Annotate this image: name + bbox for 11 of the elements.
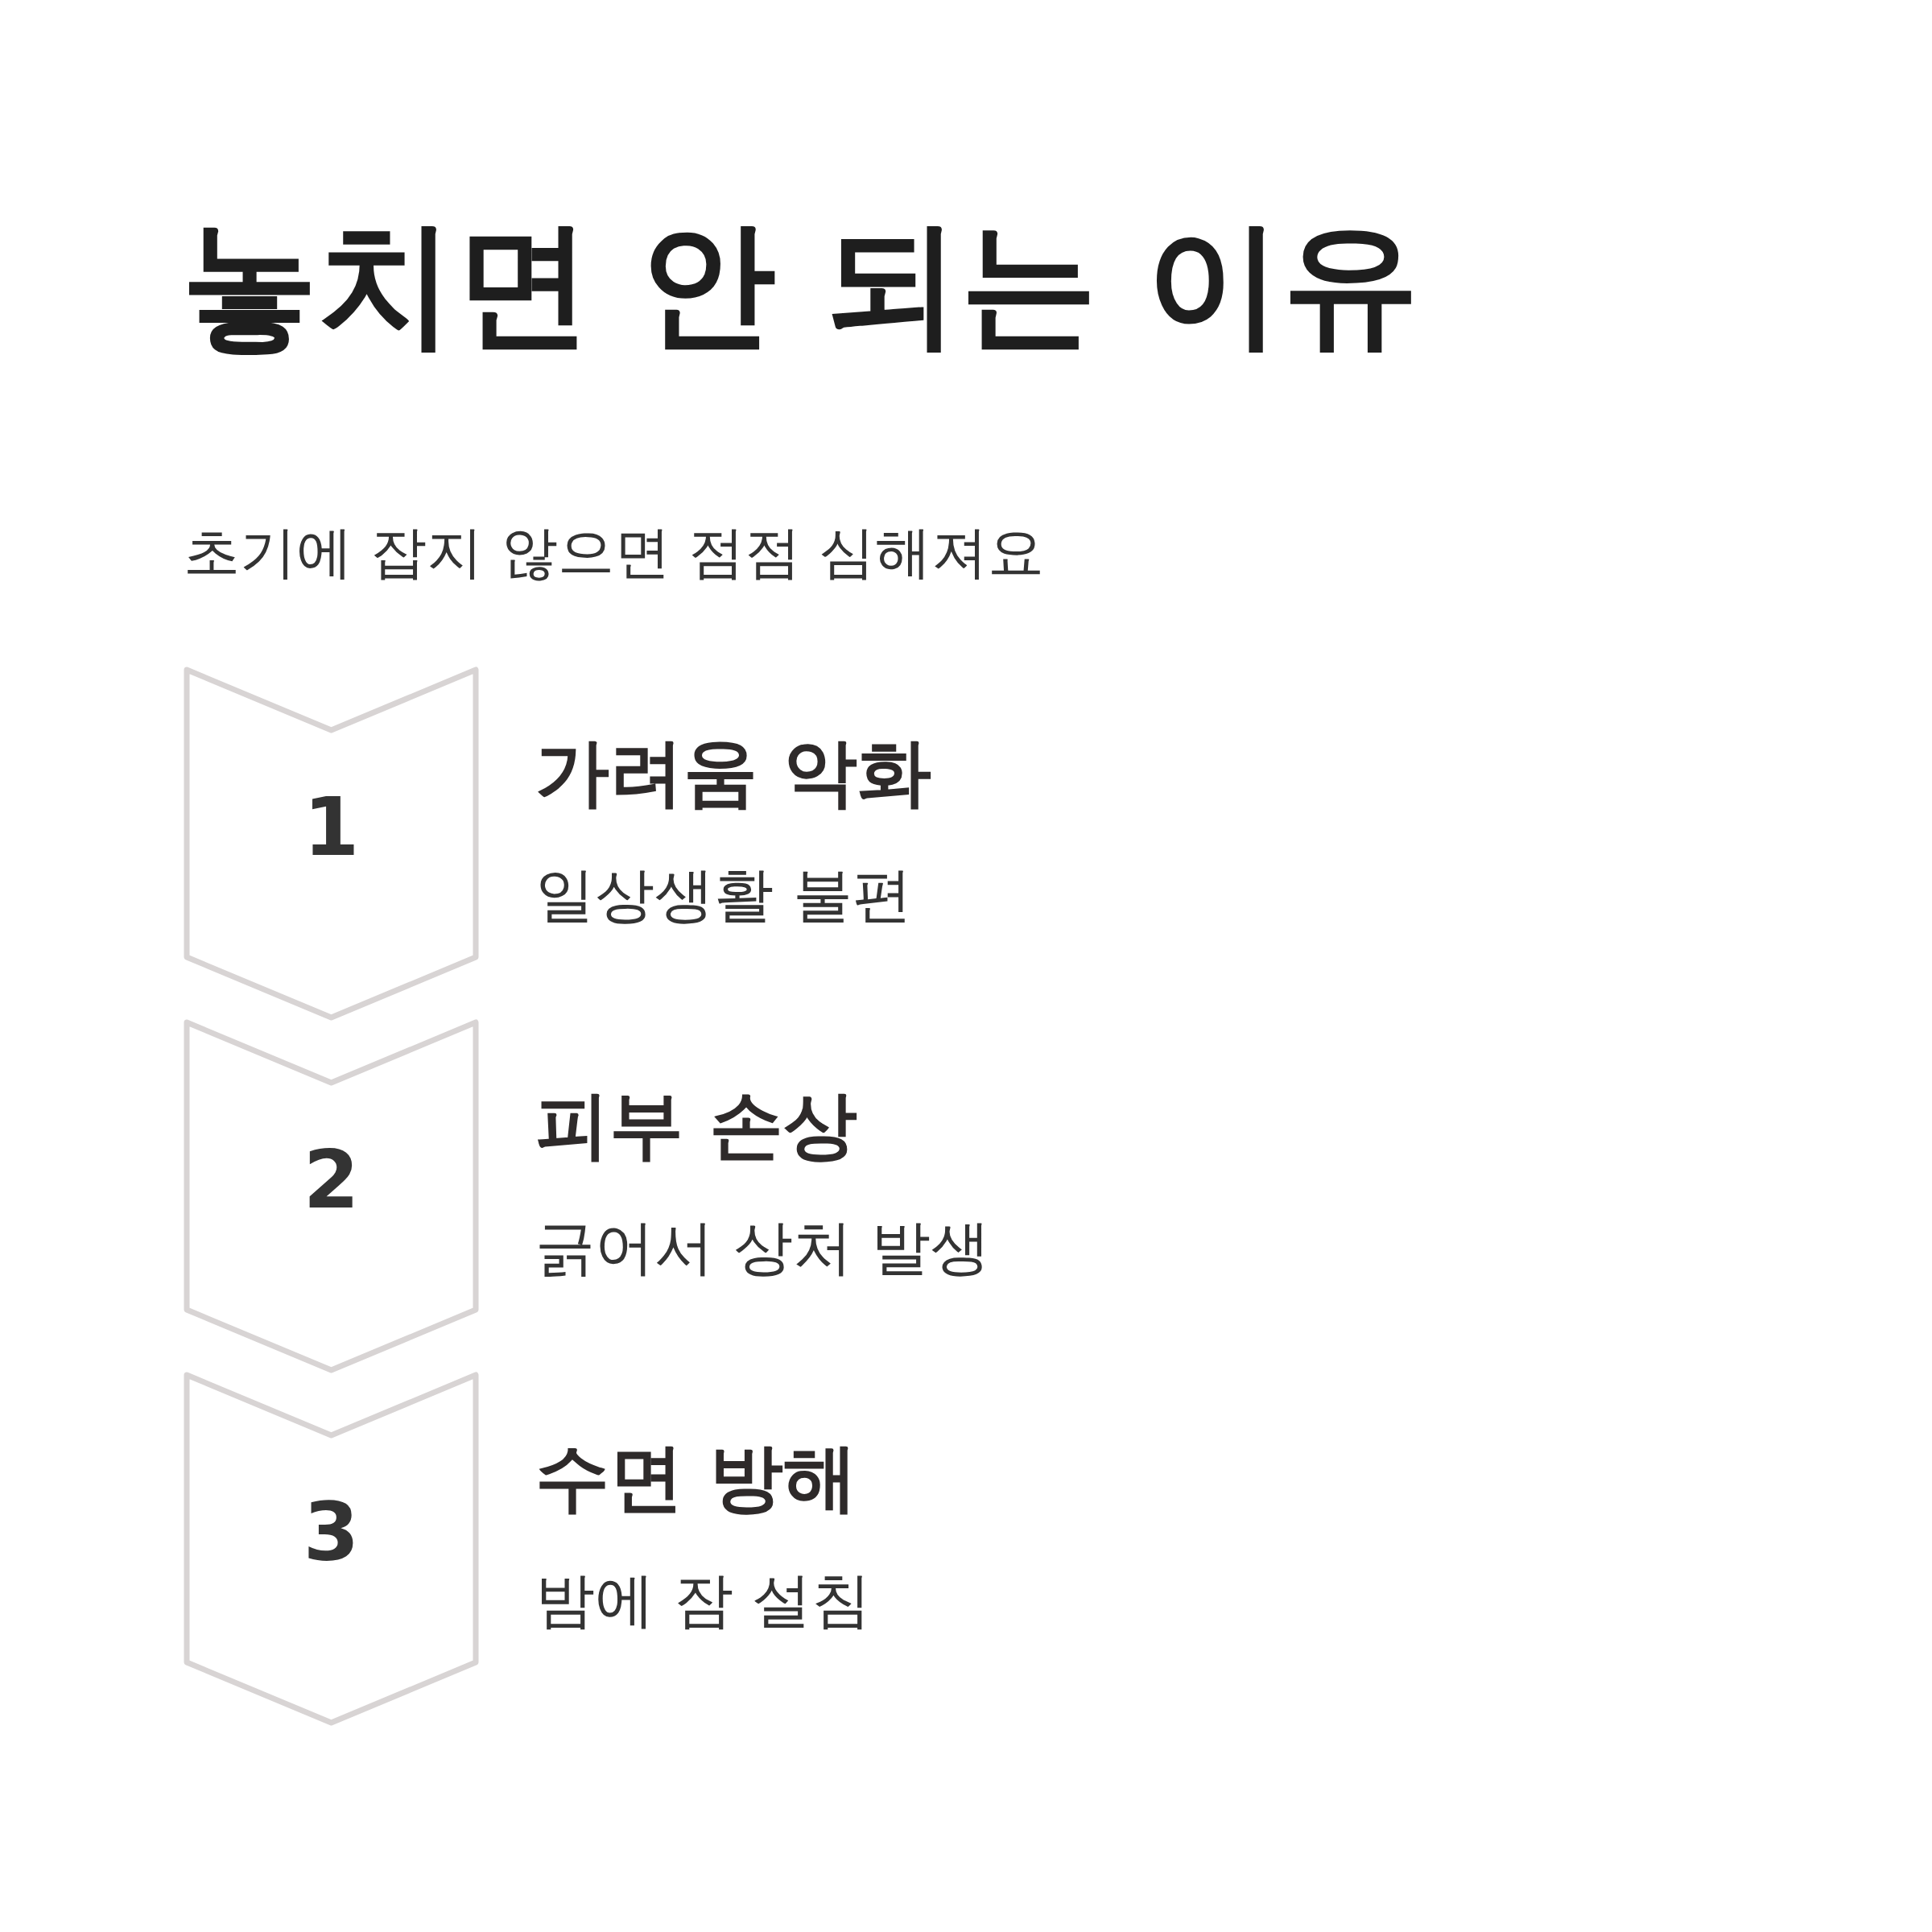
- step-heading: 가려움 악화: [535, 729, 932, 817]
- subtitle: 초기에 잡지 않으면 점점 심해져요: [184, 518, 1044, 587]
- title: 놓치면 안 되는 이유: [181, 203, 1419, 365]
- step-number: 3: [302, 1492, 361, 1573]
- step-description: 밤에 잠 설침: [535, 1564, 872, 1636]
- step-description: 긁어서 상처 발생: [535, 1212, 991, 1283]
- step-heading: 피부 손상: [535, 1081, 858, 1170]
- step-description: 일상생활 불편: [535, 859, 912, 931]
- step-heading: 수면 방해: [535, 1434, 858, 1522]
- step-number: 1: [302, 787, 361, 868]
- step-number: 2: [302, 1140, 361, 1220]
